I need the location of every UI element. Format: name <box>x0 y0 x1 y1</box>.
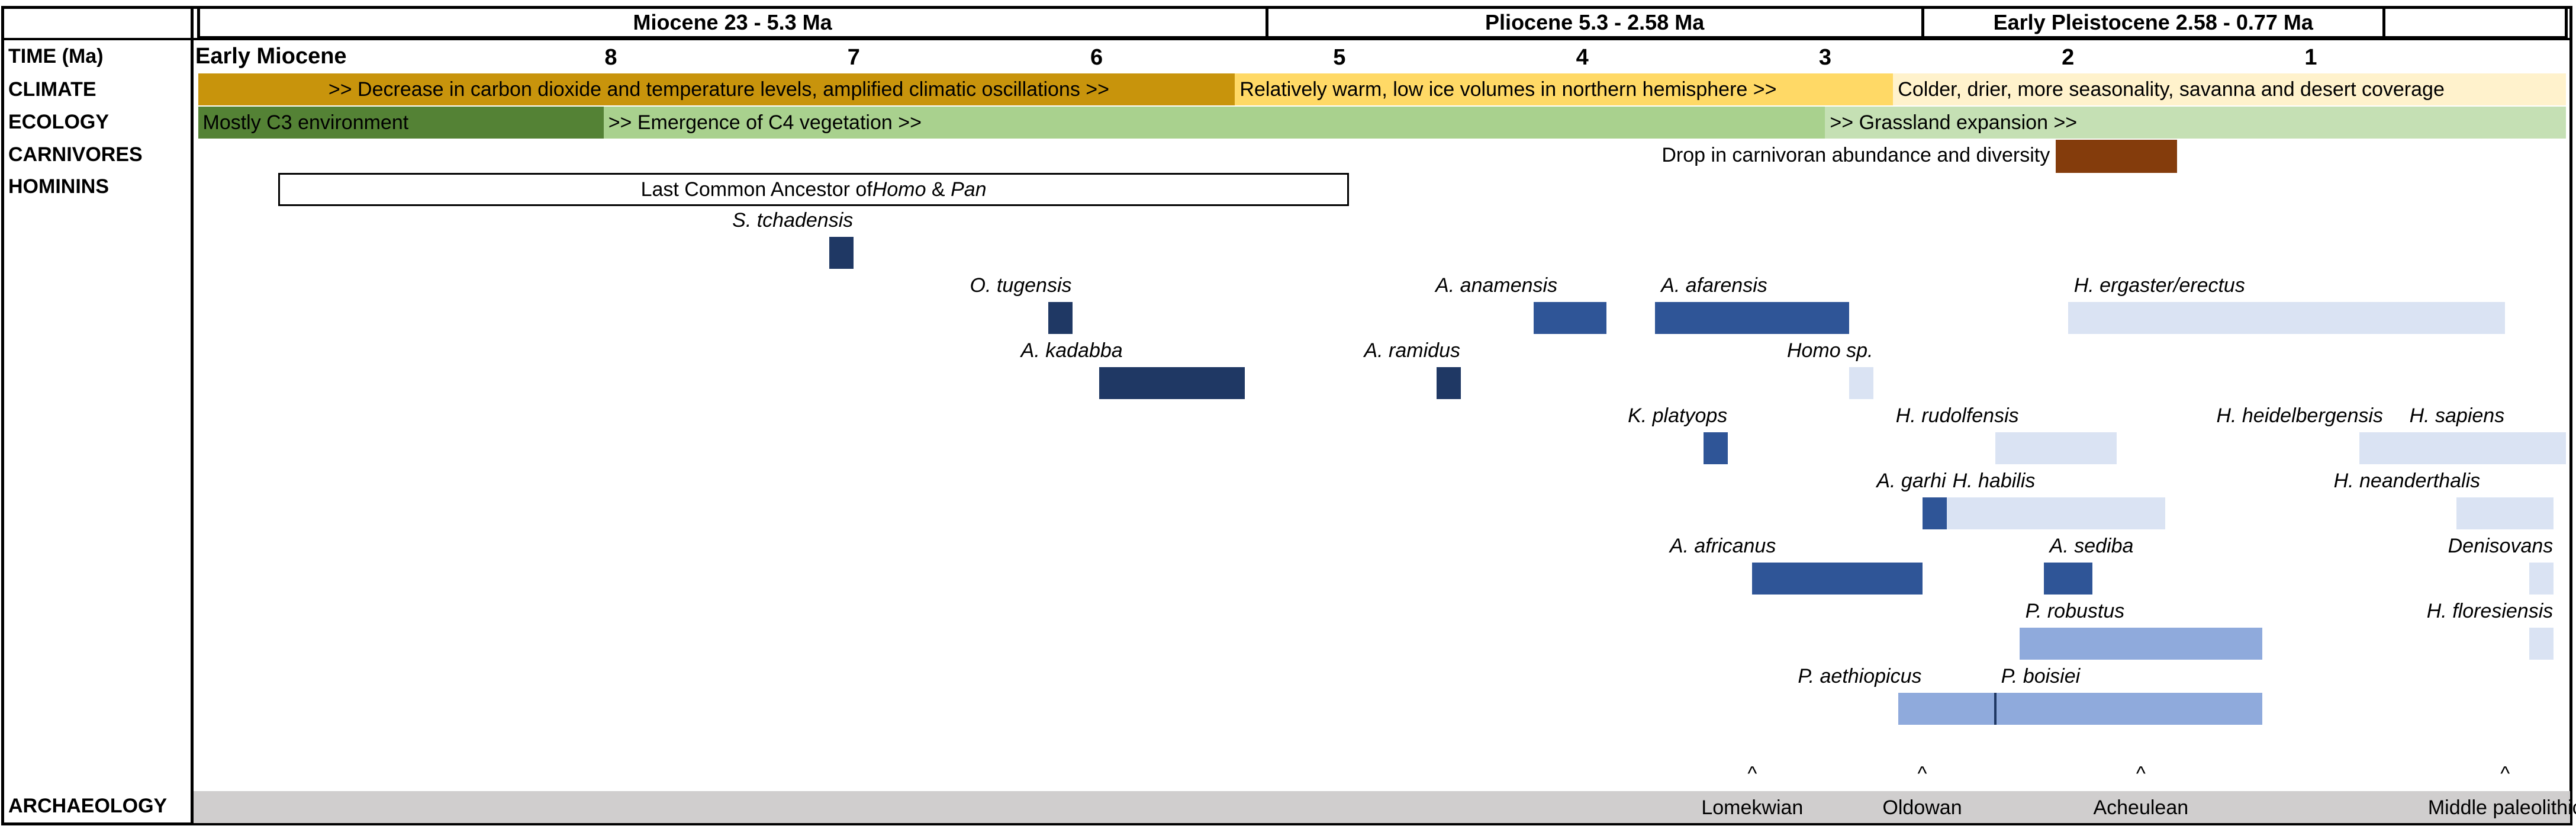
archaeology-band <box>194 791 2570 823</box>
ecology-band-text-1: >> Emergence of C4 vegetation >> <box>608 111 922 134</box>
archaeology-label-oldowan: Oldowan <box>1882 796 1962 819</box>
hominin-bar-s-tchadensis <box>829 237 854 269</box>
hominin-bar-homo-sp <box>1849 367 1874 399</box>
hominin-label-a-ramidus: A. ramidus <box>1364 339 1460 362</box>
tick-label-5: 5 <box>1333 45 1346 70</box>
lca-homo: Homo <box>872 178 926 201</box>
hominin-label-h-sapiens: H. sapiens <box>2409 404 2505 427</box>
hominin-label-h-habilis: H. habilis <box>1952 470 2036 492</box>
tick-label-8: 8 <box>604 45 617 70</box>
header-bottom-rule <box>1 38 2572 40</box>
climate-band-2: Colder, drier, more seasonality, savanna… <box>1893 73 2566 105</box>
hominin-bar-p-boisiei <box>1995 693 2262 725</box>
ecology-row-label: ECOLOGY <box>8 111 110 133</box>
tick-label-6: 6 <box>1090 45 1103 70</box>
hominin-label-p-robustus: P. robustus <box>2025 600 2125 622</box>
hominins-row-label: HOMININS <box>8 175 109 198</box>
label-column-divider <box>191 6 194 825</box>
hominin-label-s-tchadensis: S. tchadensis <box>732 209 854 232</box>
lca-range-box: Last Common Ancestor of Homo & Pan <box>278 173 1350 206</box>
time-row-label: TIME (Ma) <box>8 45 104 68</box>
hominin-label-a-sediba: A. sediba <box>2049 535 2134 557</box>
hominin-label-h-rudolfensis: H. rudolfensis <box>1895 404 2019 427</box>
epoch-header-3 <box>2382 6 2568 39</box>
hominin-bar-a-afarensis <box>1655 302 1850 334</box>
archaeology-caret-acheulean: ^ <box>2136 763 2146 785</box>
tick-label-3: 3 <box>1818 45 1831 70</box>
hominin-label-o-tugensis: O. tugensis <box>970 274 1072 297</box>
hominin-bar-a-kadabba <box>1099 367 1245 399</box>
hominin-label-denisovans: Denisovans <box>2448 535 2554 557</box>
hominin-label-a-anamensis: A. anamensis <box>1435 274 1558 297</box>
lca-text: Last Common Ancestor of <box>640 178 872 201</box>
climate-band-1: Relatively warm, low ice volumes in nort… <box>1235 73 1894 105</box>
hominin-bar-h-heidelbergensis <box>2359 432 2481 464</box>
hominin-label-p-boisiei: P. boisiei <box>2001 665 2081 687</box>
tick-label-4: 4 <box>1576 45 1589 70</box>
archaeology-label-lomekwian: Lomekwian <box>1701 796 1804 819</box>
archaeology-caret-oldowan: ^ <box>1917 763 1927 785</box>
lca-amp: & <box>926 178 951 201</box>
archaeology-label-acheulean: Acheulean <box>2093 796 2189 819</box>
hominin-label-a-africanus: A. africanus <box>1669 535 1776 557</box>
archaeology-label-middle-paleolithic: Middle paleolithic <box>2427 796 2576 819</box>
hominin-label-h-ergaster-erectus: H. ergaster/erectus <box>2073 274 2245 297</box>
hominin-label-h-floresiensis: H. floresiensis <box>2426 600 2554 622</box>
ecology-band-text-2: >> Grassland expansion >> <box>1830 111 2078 134</box>
hominin-bar-p-robustus <box>2019 628 2262 660</box>
ecology-band-1: >> Emergence of C4 vegetation >> <box>603 107 1825 139</box>
climate-band-text-1: Relatively warm, low ice volumes in nort… <box>1239 78 1777 101</box>
ecology-band-2: >> Grassland expansion >> <box>1825 107 2566 139</box>
climate-row-label: CLIMATE <box>8 78 96 101</box>
hominin-bar-denisovans <box>2529 563 2554 595</box>
carnivore-decline-text: Drop in carnivoran abundance and diversi… <box>1661 144 2050 166</box>
ecology-band-text-0: Mostly C3 environment <box>202 111 409 134</box>
lca-pan: Pan <box>951 178 987 201</box>
carnivores-row-label: CARNIVORES <box>8 143 143 166</box>
hominin-bar-h-habilis <box>1946 497 2165 529</box>
carnivore-decline-bar <box>2056 140 2178 173</box>
archaeology-caret-lomekwian: ^ <box>1747 763 1757 785</box>
hominin-bar-o-tugensis <box>1048 302 1073 334</box>
hominin-bar-p-aethiopicus <box>1898 693 1995 725</box>
hominin-bar-h-sapiens <box>2481 432 2566 464</box>
archaeology-caret-middle-paleolithic: ^ <box>2500 763 2510 785</box>
hominin-bar-a-africanus <box>1752 563 1923 595</box>
tick-label-2: 2 <box>2062 45 2075 70</box>
hominin-label-a-afarensis: A. afarensis <box>1661 274 1767 297</box>
hominin-bar-a-sediba <box>2043 563 2092 595</box>
climate-band-text-2: Colder, drier, more seasonality, savanna… <box>1898 78 2445 101</box>
hominin-label-homo-sp: Homo sp. <box>1786 339 1873 362</box>
archaeology-row-label: ARCHAEOLOGY <box>8 795 168 817</box>
hominin-label-a-kadabba: A. kadabba <box>1020 339 1123 362</box>
epoch-header-1: Pliocene 5.3 - 2.58 Ma <box>1265 6 1924 39</box>
hominin-label-k-platyops: K. platyops <box>1628 404 1728 427</box>
hominin-bar-a-garhi <box>1922 497 1947 529</box>
hominin-bar-k-platyops <box>1704 432 1728 464</box>
tick-label-1: 1 <box>2304 45 2317 70</box>
p-boisiei-divider-line <box>1994 693 1997 725</box>
hominin-bar-a-anamensis <box>1534 302 1607 334</box>
ecology-band-0: Mostly C3 environment <box>198 107 604 139</box>
hominin-label-p-aethiopicus: P. aethiopicus <box>1798 665 1922 687</box>
hominin-label-h-heidelbergensis: H. heidelbergensis <box>2216 404 2384 427</box>
tick-label-early-miocene: Early Miocene <box>195 44 347 69</box>
epoch-header-0: Miocene 23 - 5.3 Ma <box>197 6 1268 39</box>
hominin-bar-h-neanderthalis <box>2456 497 2554 529</box>
hominin-bar-h-floresiensis <box>2529 628 2554 660</box>
tick-label-7: 7 <box>847 45 860 70</box>
climate-band-0: >> Decrease in carbon dioxide and temper… <box>198 73 1235 105</box>
epoch-header-2: Early Pleistocene 2.58 - 0.77 Ma <box>1921 6 2386 39</box>
hominin-label-a-garhi: A. garhi <box>1876 470 1946 492</box>
hominin-bar-h-rudolfensis <box>1995 432 2117 464</box>
hominin-bar-h-ergaster-erectus <box>2068 302 2506 334</box>
hominin-label-h-neanderthalis: H. neanderthalis <box>2333 470 2481 492</box>
hominin-bar-a-ramidus <box>1436 367 1461 399</box>
climate-band-text-0: >> Decrease in carbon dioxide and temper… <box>328 78 1110 101</box>
